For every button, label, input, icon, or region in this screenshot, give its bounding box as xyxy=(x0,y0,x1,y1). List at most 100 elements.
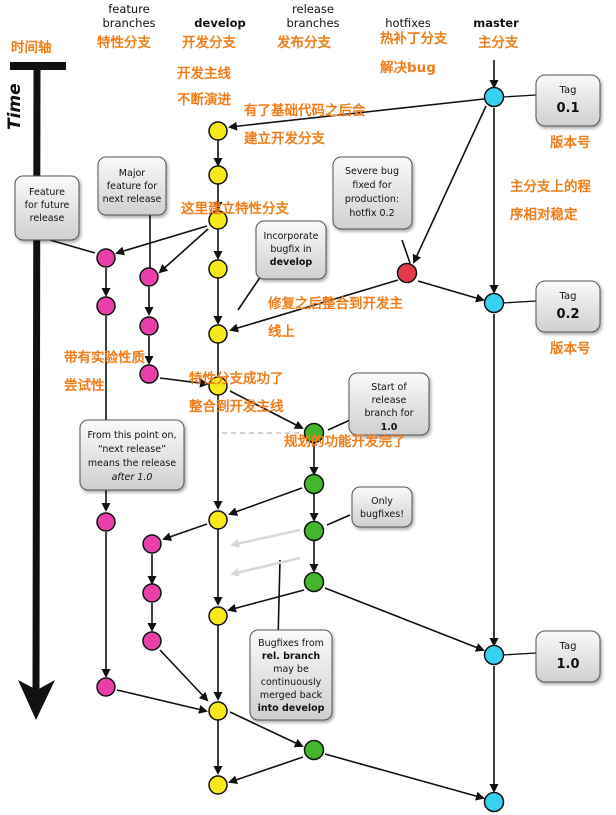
callout-line: Bugfixes from xyxy=(258,638,324,649)
release-callout-pointer xyxy=(327,419,351,431)
develop-commit xyxy=(208,510,228,530)
tag-version: 0.2 xyxy=(556,307,579,322)
master-to-hotfix-arrow xyxy=(412,105,487,264)
develop-commit xyxy=(208,259,228,279)
feature-commit xyxy=(96,512,116,532)
callout-line: 1.0 xyxy=(381,422,398,433)
master-commit xyxy=(483,86,505,108)
callout-line: production: xyxy=(345,194,399,205)
feature-column-header-line2: branches xyxy=(102,16,155,30)
feature-commit xyxy=(139,364,159,384)
callout-line: means the release xyxy=(88,458,176,469)
tag-0-1: Tag 0.1 xyxy=(502,74,601,127)
release-to-develop-arrow-2 xyxy=(227,589,305,613)
time-label: Time xyxy=(5,83,25,130)
callout-line: for future xyxy=(25,200,70,211)
develop-commit xyxy=(208,210,228,230)
cn-annotation: 特性分支成功了 xyxy=(189,370,284,387)
feature-to-develop-arrow xyxy=(159,377,209,388)
cn-feature-label: 特性分支 xyxy=(97,34,151,51)
feature-commit xyxy=(139,267,159,287)
feature-commit xyxy=(139,316,159,336)
callout-line: release xyxy=(30,213,65,224)
develop-to-feature2-arrow xyxy=(162,523,208,541)
commit-nodes xyxy=(96,86,505,813)
tag-1-0: Tag 1.0 xyxy=(502,630,601,683)
callout-rel-bugfixes: Bugfixes from rel. branch may be continu… xyxy=(249,629,333,721)
callout-from-this-point: From this point on, “next release” means… xyxy=(79,419,185,491)
callout-major-feature: Major feature for next release xyxy=(97,156,167,216)
master-column-header: master xyxy=(473,16,519,30)
master-to-develop-arrow xyxy=(228,98,485,131)
callout-line: continuously xyxy=(261,677,322,688)
master-commit xyxy=(483,292,505,314)
cn-column-headers: 时间轴 特性分支 开发分支 发布分支 热补丁分支 主分支 xyxy=(11,30,519,56)
tag-version: 1.0 xyxy=(556,657,579,672)
callout-line: release xyxy=(372,395,407,406)
callout-severe-bug: Severe bug fixed for production: hotfix … xyxy=(332,156,413,230)
cn-master-label: 主分支 xyxy=(478,34,519,51)
hotfix-to-master-arrow xyxy=(417,280,485,303)
callout-line: after 1.0 xyxy=(112,472,153,483)
release-commit xyxy=(303,473,325,495)
hotfix-to-develop-arrow xyxy=(229,279,399,333)
cn-hotfixes-label: 热补丁分支 xyxy=(380,30,448,47)
develop-commit xyxy=(208,376,228,396)
callout-line: rel. branch xyxy=(262,651,321,662)
develop-commit xyxy=(208,165,228,185)
callouts: Feature for future release Major feature… xyxy=(14,156,430,721)
callout-line: Start of xyxy=(371,382,407,393)
feature2-to-develop-arrow xyxy=(159,649,209,702)
develop-commit xyxy=(208,775,228,795)
feature-callout-pointer xyxy=(49,239,96,254)
cn-annotation: 建立开发分支 xyxy=(243,130,325,147)
cn-annotation: 修复之后整合到开发主 xyxy=(267,295,403,312)
callout-line: feature for xyxy=(107,181,157,192)
callout-line: Major xyxy=(119,168,145,179)
cn-annotation: 有了基础代码之后会 xyxy=(244,102,366,119)
time-axis-line xyxy=(32,64,41,694)
hotfixes-column-header: hotfixes xyxy=(385,16,431,30)
master-commit xyxy=(483,791,505,813)
release-commit xyxy=(303,739,325,761)
callout-start-release: Start of release branch for 1.0 xyxy=(348,372,430,436)
develop-to-release-arrow-2 xyxy=(229,711,304,748)
cn-timeline-label: 时间轴 xyxy=(11,39,52,56)
feature-commit xyxy=(142,534,162,554)
release-commit xyxy=(303,520,325,542)
cn-annotation: 解决bug xyxy=(380,59,436,76)
cn-annotation: 整合到开发主线 xyxy=(189,398,284,415)
severe-callout-pointer xyxy=(401,239,411,264)
release-commit xyxy=(303,571,325,593)
feature-column-header-line1: feature xyxy=(108,2,150,16)
cn-annotation: 线上 xyxy=(268,323,295,340)
callout-line: develop xyxy=(270,257,313,268)
release-to-master-arrow-2 xyxy=(324,753,485,801)
master-commit xyxy=(483,644,505,666)
release-to-develop-arrow xyxy=(228,487,303,516)
cn-annotation: 版本号 xyxy=(550,340,591,357)
feature-commit xyxy=(96,248,116,268)
cn-annotation: 序相对稳定 xyxy=(510,206,578,223)
callout-line: Incorporate xyxy=(264,231,319,242)
callout-only-bugfixes: Only bugfixes! xyxy=(351,486,413,528)
cn-annotation: 版本号 xyxy=(550,134,591,151)
faint-arrows xyxy=(230,528,301,577)
feature-left-to-develop-arrow xyxy=(116,689,208,714)
develop-commit xyxy=(208,701,228,721)
callout-line: into develop xyxy=(258,703,325,714)
release-column-header-line1: release xyxy=(292,2,334,16)
rel-bugfix-pointer xyxy=(277,559,281,641)
release-commit xyxy=(303,422,325,444)
develop-commit xyxy=(208,324,228,344)
tag-version: 0.1 xyxy=(556,101,579,116)
tag-label: Tag xyxy=(559,641,577,652)
develop-to-release-arrow xyxy=(229,390,304,429)
callout-line: next release xyxy=(103,194,162,205)
cn-annotation: 规划的功能开发完了 xyxy=(284,433,406,450)
cn-annotation: 这里建立特性分支 xyxy=(181,200,289,217)
branch-lines xyxy=(101,60,499,793)
callout-line: bugfix in xyxy=(270,244,311,255)
release-column-header-line2: branches xyxy=(286,16,339,30)
